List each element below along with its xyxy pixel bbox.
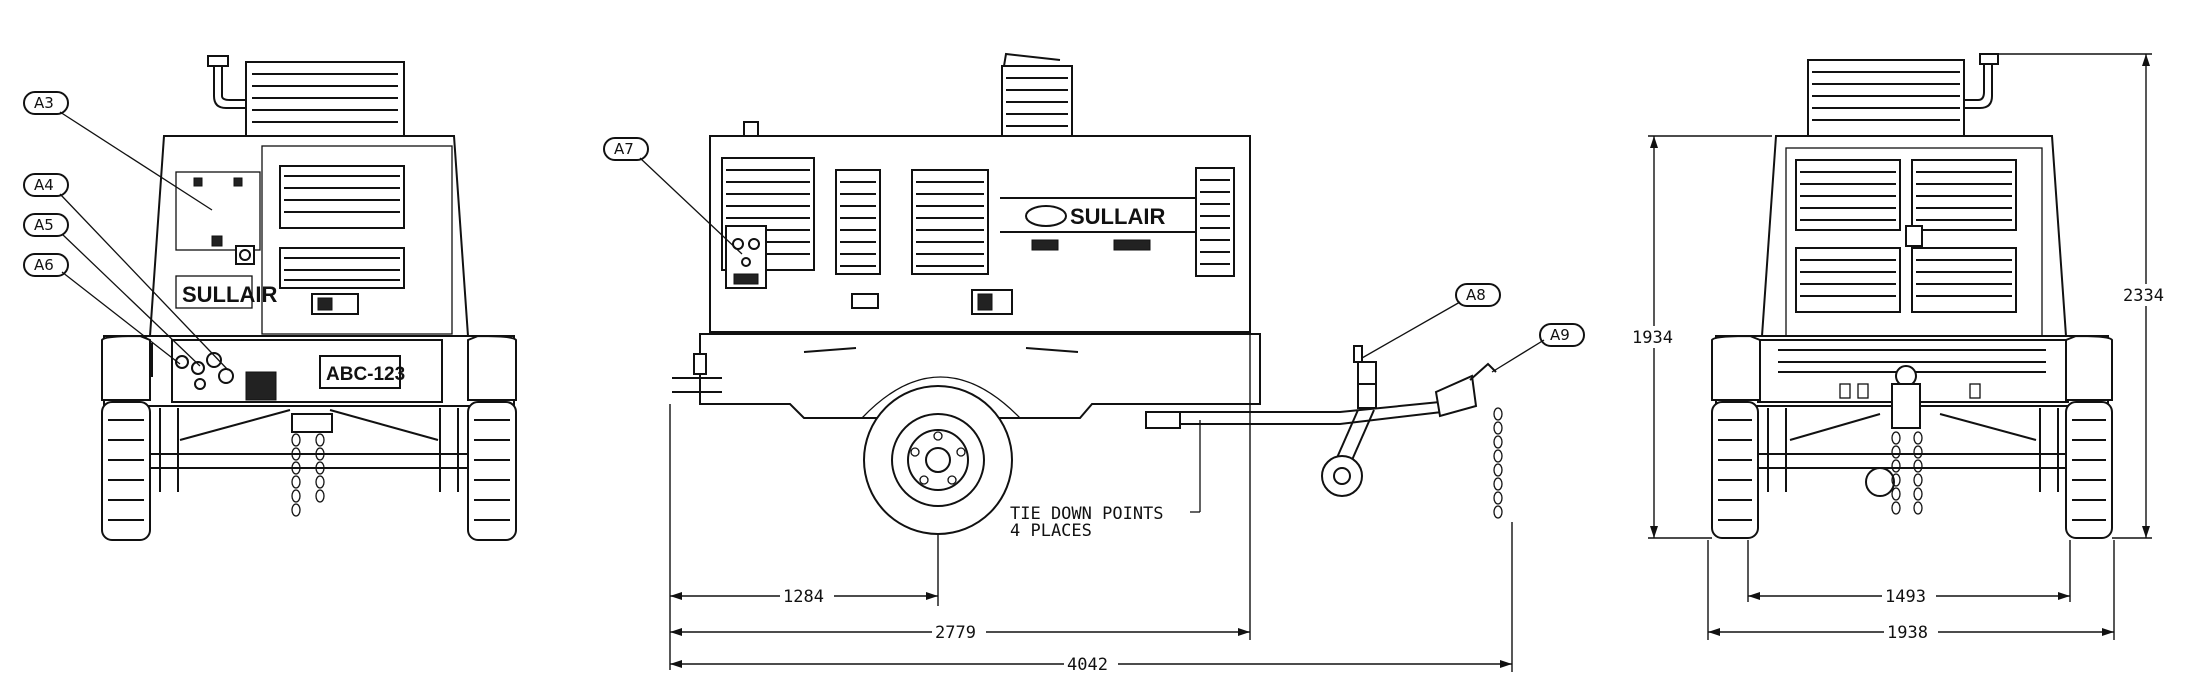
dim-axle-to-rear: 1284 [669,404,939,670]
side-logo-text: SULLAIR [1070,204,1165,229]
svg-text:1284: 1284 [783,587,824,607]
svg-text:A5: A5 [34,216,54,234]
svg-text:1938: 1938 [1887,623,1928,643]
svg-text:A4: A4 [34,176,54,194]
svg-text:A7: A7 [614,140,634,158]
tie-down-note-line1: TIE DOWN POINTS [1010,504,1164,524]
svg-text:1493: 1493 [1885,587,1926,607]
rear-logo-text: SULLAIR [182,282,277,307]
dim-overall-length: 4042 [670,522,1513,675]
license-plate-text: ABC-123 [326,364,405,385]
callout-a8: A8 [1361,283,1501,359]
rear-right-wheel [467,401,517,541]
front-view: 1493 1938 1934 2334 [1628,53,2172,643]
svg-text:A9: A9 [1550,326,1570,344]
side-wheel [863,385,1013,535]
callout-a3: A3 [23,91,213,211]
dim-overall-width: 1938 [1707,540,2115,643]
rear-view: SULLAIR ABC-123 [23,55,517,541]
dim-body-height: 1934 [1628,135,1772,539]
callout-a4: A4 [23,173,229,371]
callout-a6: A6 [23,253,181,365]
rear-top-grille [252,73,398,123]
svg-text:2334: 2334 [2123,286,2164,306]
callout-a5: A5 [23,213,201,367]
svg-text:4042: 4042 [1067,655,1108,675]
dim-body-length: 2779 [670,334,1251,643]
jockey-wheel [1321,455,1363,497]
side-safety-chain [1493,407,1503,519]
dim-track-width: 1493 [1747,540,2071,607]
svg-text:1934: 1934 [1632,328,1673,348]
svg-text:A3: A3 [34,94,54,112]
tie-down-note-line2: 4 PLACES [1010,521,1092,541]
dim-overall-height: 2334 [1998,53,2172,539]
svg-text:A6: A6 [34,256,54,274]
front-right-wheel [2065,401,2113,539]
license-plate [319,355,401,389]
svg-text:A8: A8 [1466,286,1486,304]
rear-safety-chains [291,433,325,517]
side-view: SULLAIR TIE DOWN PO [603,52,1585,675]
callout-a9: A9 [1491,323,1585,373]
rear-left-wheel [101,401,151,541]
svg-text:2779: 2779 [935,623,976,643]
front-safety-chains [1891,431,1923,515]
callout-a7: A7 [603,137,743,255]
front-left-wheel [1711,401,1759,539]
